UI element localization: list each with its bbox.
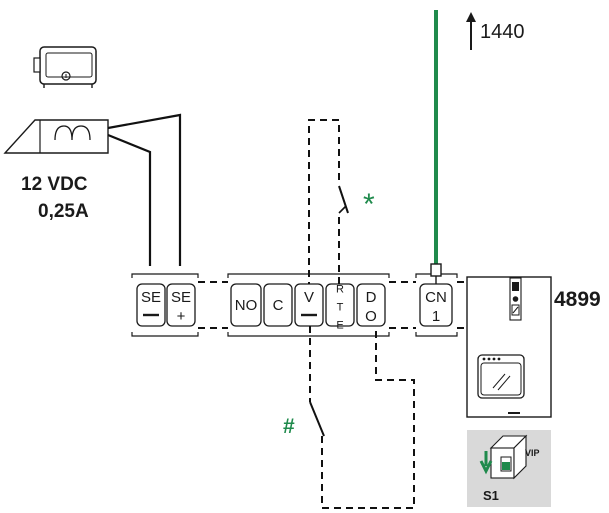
vip-label: VIP	[525, 448, 540, 458]
terminal-rte: R T E	[325, 283, 355, 329]
do-switch-contact	[309, 401, 325, 437]
do-dashed-wire	[309, 326, 415, 509]
lock-current-label: 0,25A	[38, 201, 89, 222]
terminal-v-minus: V	[294, 283, 324, 327]
electric-lock-icon	[33, 46, 97, 88]
terminal-cn1: CN 1	[419, 283, 453, 327]
lock-voltage-label: 12 VDC	[21, 174, 88, 195]
svg-text:V: V	[304, 289, 314, 306]
lock-wire-minus	[107, 133, 152, 266]
svg-text:CN: CN	[425, 289, 447, 306]
rte-switch-contact	[338, 185, 349, 214]
terminal-se-minus: SE	[136, 283, 166, 327]
svg-text:SE: SE	[141, 289, 161, 306]
rte-dashed-wire	[308, 119, 340, 284]
s1-label: S1	[483, 488, 499, 503]
star-mark: *	[363, 188, 375, 221]
terminal-do: D O	[356, 283, 386, 327]
svg-text:D: D	[366, 289, 377, 306]
bus-connector	[430, 263, 442, 277]
svg-text:C: C	[273, 297, 284, 314]
svg-text:O: O	[365, 308, 377, 325]
bus-up-arrow-icon	[466, 12, 476, 50]
lock-coil-symbol	[3, 119, 109, 154]
hash-mark: #	[283, 415, 295, 438]
bus-device-label: 1440	[480, 21, 525, 43]
terminal-no: NO	[230, 283, 262, 327]
rte-label: R T E	[334, 284, 346, 329]
s1-switch-panel	[467, 430, 551, 507]
svg-text:SE: SE	[171, 289, 191, 306]
monitor-4899-front	[466, 276, 552, 418]
terminal-c: C	[263, 283, 293, 327]
terminal-strip	[131, 273, 466, 337]
terminal-se-plus: SE +	[166, 283, 196, 327]
svg-text:NO: NO	[235, 297, 258, 314]
svg-text:+: +	[177, 308, 186, 325]
monitor-label: 4899	[554, 288, 601, 311]
lock-wire-plus	[107, 113, 182, 266]
svg-text:1: 1	[432, 308, 440, 325]
